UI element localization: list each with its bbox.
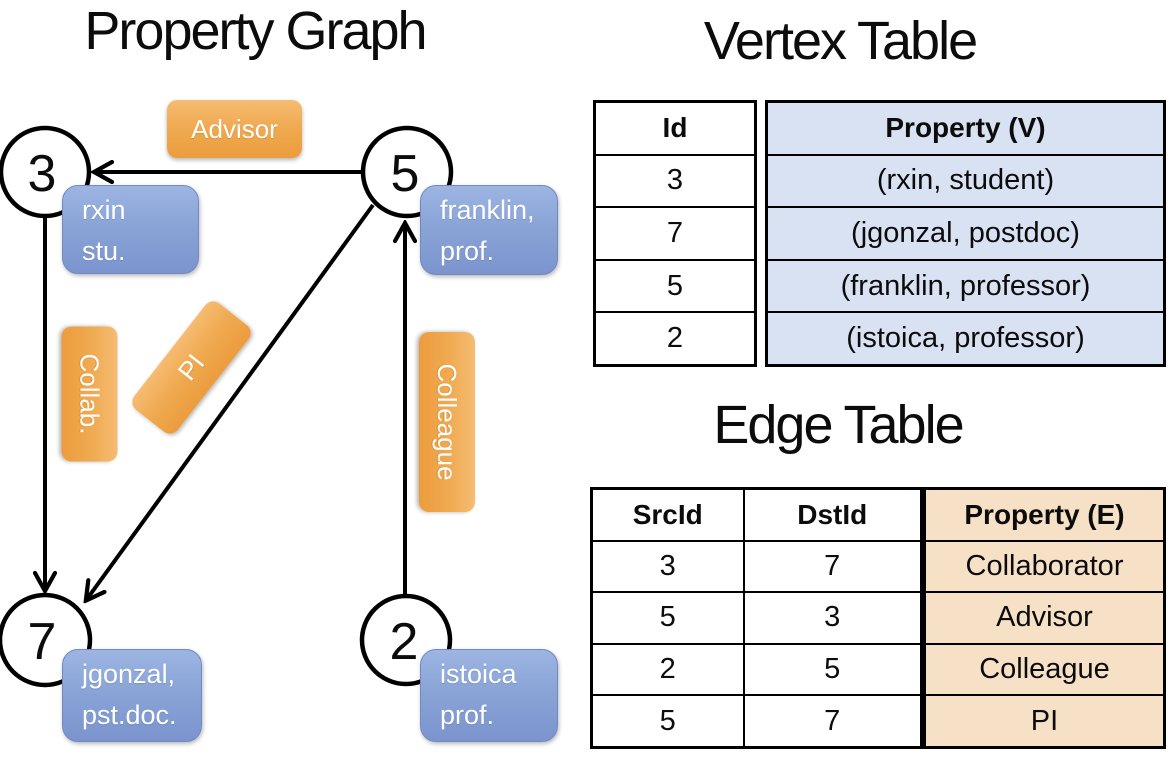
property-graph-title: Property Graph [84,1,427,61]
edge-label-advisor: Advisor [167,100,302,158]
vertex-property-cell: (jgonzal, postdoc) [765,206,1166,261]
edge-property-cell: Collaborator [923,539,1166,594]
edge-dstid-cell: 7 [742,539,923,594]
edge-property-cell: PI [923,694,1166,749]
edge-srcid-cell: 5 [590,694,745,749]
node-2-id: 2 [390,613,419,671]
vertex-5-role: prof. [440,236,495,266]
edge-dstid-cell: 3 [742,591,923,645]
edge-property-cell: Colleague [923,642,1166,697]
edge-table-id-columns: SrcId DstId 3 7 5 3 2 5 5 7 [590,487,923,749]
vertex-id-cell: 3 [593,153,757,209]
edge-srcid-header: SrcId [590,487,745,542]
vertex-property-box-7: jgonzal, pst.doc. [62,649,202,742]
vertex-id-header: Id [593,100,757,156]
vertex-property-cell: (istoica, professor) [765,311,1166,367]
vertex-property-box-5: franklin, prof. [420,185,558,275]
property-graph-diagram: 3 5 7 2 [0,125,454,688]
edge-table-title: Edge Table [713,395,964,455]
edge-dstid-cell: 7 [742,694,923,749]
edge-dstid-cell: 5 [742,642,923,697]
vertex-property-box-2: istoica prof. [420,649,558,742]
vertex-table-property-column: Property (V) (rxin, student) (jgonzal, p… [765,100,1166,367]
node-7-id: 7 [28,613,57,671]
vertex-5-name: franklin, [440,195,535,225]
vertex-property-header: Property (V) [765,100,1166,156]
vertex-property-box-3: rxin stu. [62,185,199,274]
vertex-id-cell: 5 [593,258,757,314]
edge-pi-5-to-7 [87,203,375,599]
node-3-id: 3 [28,145,57,203]
vertex-table-title: Vertex Table [703,11,978,71]
edge-table-property-column: Property (E) Collaborator Advisor Collea… [923,487,1166,749]
vertex-id-cell: 2 [593,311,757,367]
vertex-property-cell: (franklin, professor) [765,258,1166,314]
edge-srcid-cell: 3 [590,539,745,594]
edge-srcid-cell: 5 [590,591,745,645]
vertex-id-cell: 7 [593,206,757,261]
edge-srcid-cell: 2 [590,642,745,697]
edge-label-collab: Collab. [61,326,118,462]
vertex-property-cell: (rxin, student) [765,153,1166,209]
edge-dstid-header: DstId [742,487,923,542]
vertex-7-name: jgonzal, [82,659,176,689]
edge-property-cell: Advisor [923,591,1166,645]
vertex-3-name: rxin [82,195,126,225]
edge-label-colleague: Colleague [419,332,475,512]
edge-property-header: Property (E) [923,487,1166,542]
vertex-table-id-column: Id 3 7 5 2 [593,100,757,367]
vertex-7-role: pst.doc. [82,700,177,730]
vertex-2-name: istoica [440,659,517,689]
vertex-3-role: stu. [82,236,126,266]
node-5-id: 5 [391,145,420,203]
vertex-2-role: prof. [440,700,495,730]
